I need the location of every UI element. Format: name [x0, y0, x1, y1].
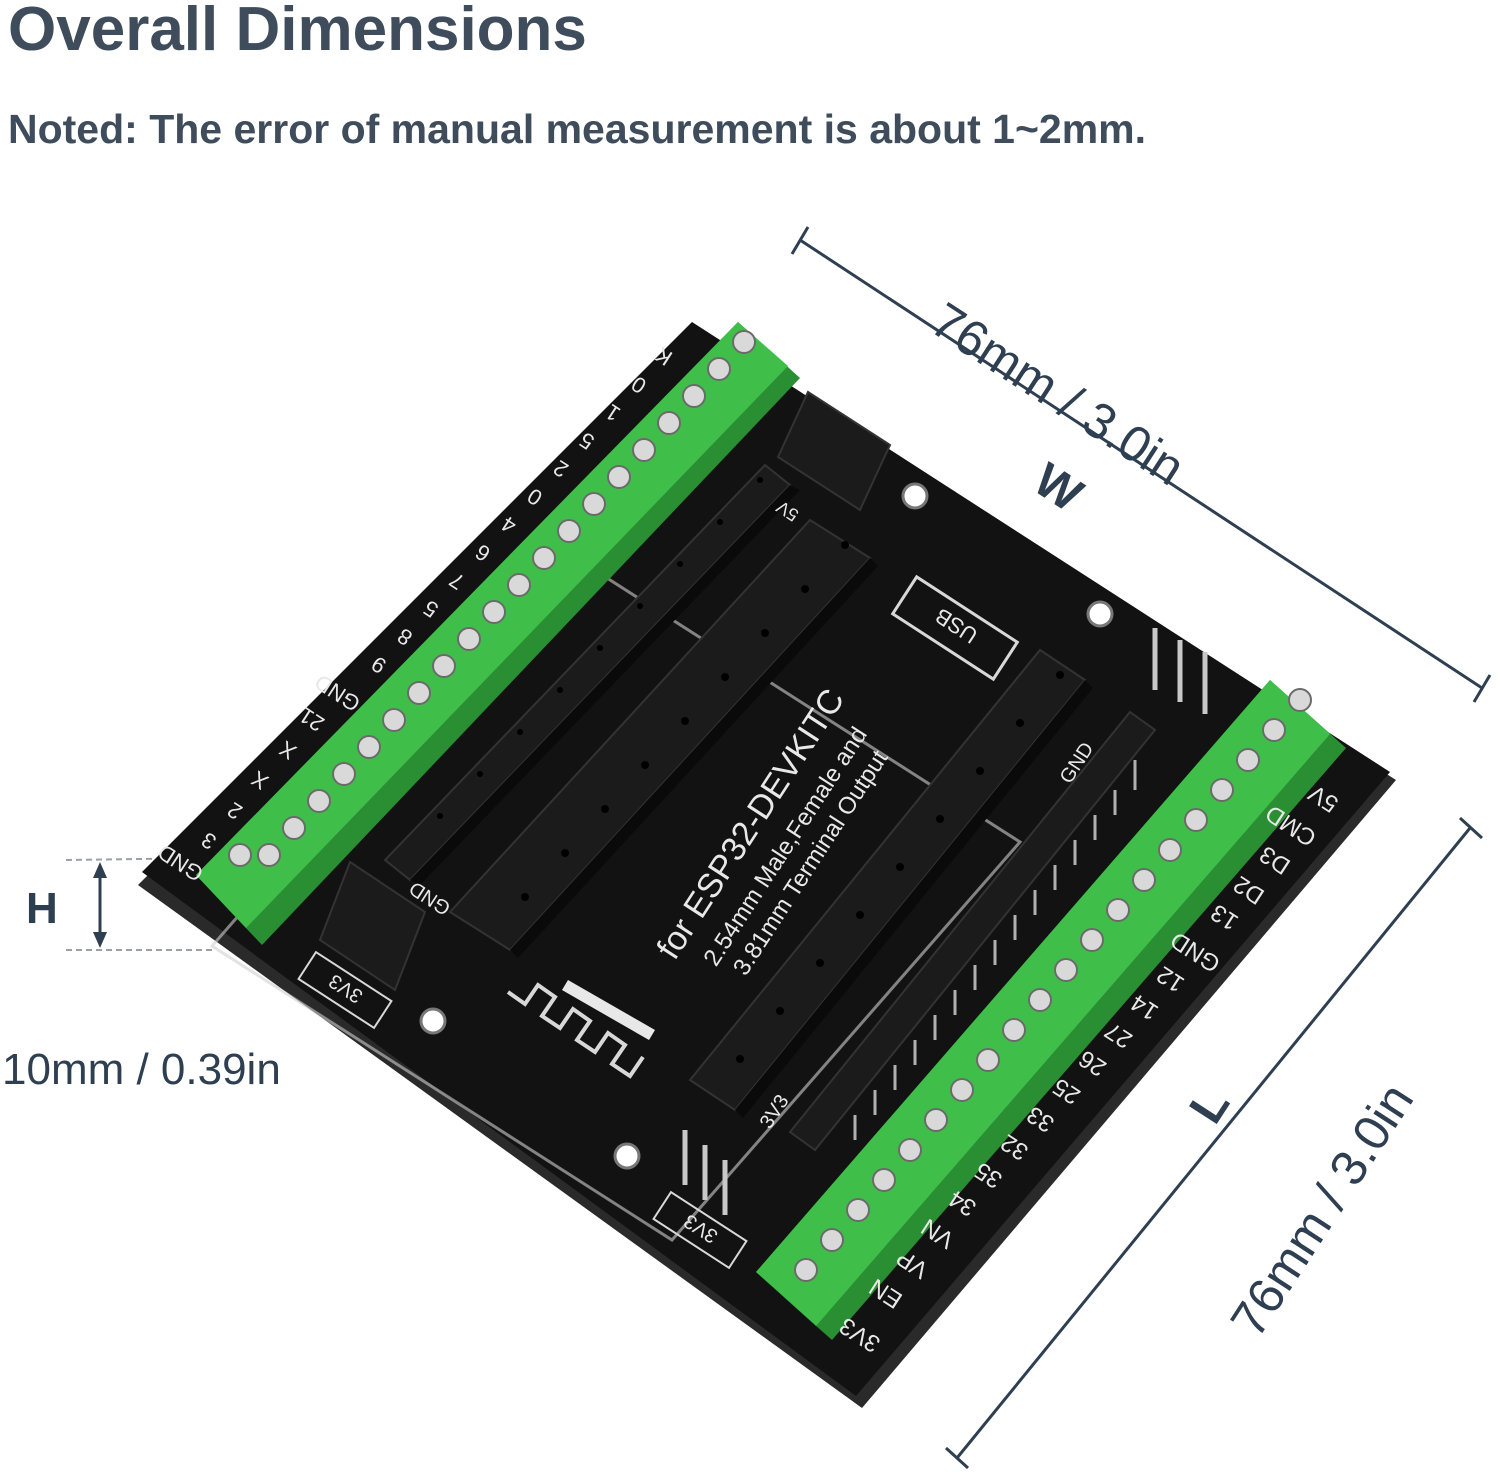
mount-hole [1086, 600, 1114, 628]
female-header-right-inner [688, 648, 1093, 1118]
socket-holes-1 [437, 477, 763, 819]
pcb-face [142, 322, 1390, 1396]
terminal-screws-left [228, 330, 756, 867]
small-header-bottom-left [318, 860, 427, 992]
male-pin-row-right [853, 760, 1137, 1140]
socket-holes-3 [736, 671, 1064, 1063]
female-header-left-inner [448, 518, 878, 958]
height-letter: H [26, 884, 58, 933]
terminal-screws-right [794, 688, 1312, 1282]
mount-hole [613, 1142, 641, 1170]
mount-hole [901, 482, 929, 510]
female-header-left-outer [383, 463, 800, 885]
male-pins-right [1152, 628, 1208, 714]
dimension-line-w [790, 226, 1492, 703]
pcb-board: USB for ESP32-DEVKITC 2.54mm Male,Female… [138, 322, 1396, 1408]
mount-hole [419, 1007, 447, 1035]
female-header-right-outer [788, 710, 1157, 1152]
measurement-note: Noted: The error of manual measurement i… [8, 106, 1147, 152]
dimension-line-l [944, 816, 1484, 1470]
page-title: Overall Dimensions [8, 0, 587, 64]
height-value: 10mm / 0.39in [2, 1045, 281, 1094]
male-pins-bottom [682, 1130, 728, 1215]
socket-holes-2 [521, 541, 849, 901]
